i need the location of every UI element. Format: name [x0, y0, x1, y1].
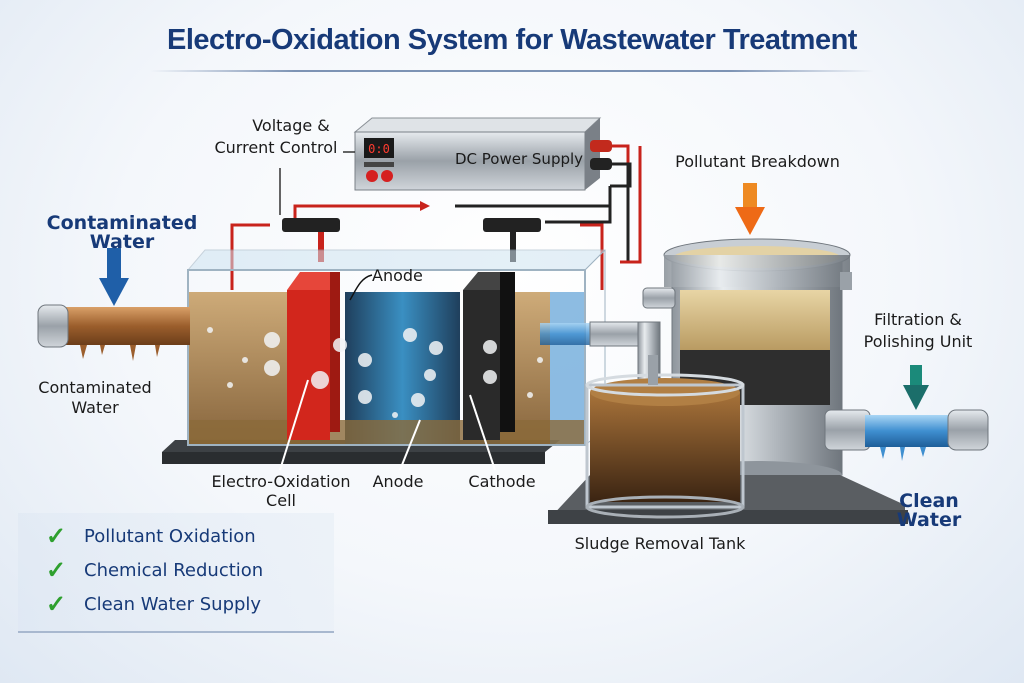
checkmark-icon: ✓: [46, 556, 67, 584]
inlet-pipe: [37, 304, 190, 361]
unit-base: [548, 510, 908, 524]
contaminated-water-label-2: Water: [71, 398, 119, 417]
control-label-line1: Voltage &: [252, 116, 330, 135]
sludge-tank-label: Sludge Removal Tank: [574, 534, 746, 553]
outlet-pipe: [824, 409, 989, 461]
inlet-arrow-icon: [99, 248, 129, 306]
knob-icon[interactable]: [366, 170, 378, 182]
benefit-item: ✓ Pollutant Oxidation: [18, 519, 334, 553]
sludge-tank: [585, 355, 745, 519]
current-arrow-icon: [420, 201, 430, 211]
display-panel: [364, 138, 394, 158]
clean-water-arrow-icon: [903, 365, 929, 410]
pollutant-breakdown-label: Pollutant Breakdown: [675, 152, 840, 171]
knob-icon[interactable]: [381, 170, 393, 182]
anode-clamp: [282, 218, 340, 232]
benefit-text: Chemical Reduction: [84, 559, 264, 581]
benefit-text: Clean Water Supply: [84, 593, 262, 615]
benefit-item: ✓ Clean Water Supply: [18, 587, 334, 621]
anode-label: Anode: [372, 472, 424, 491]
negative-terminal: [590, 158, 612, 170]
cathode-clamp: [483, 218, 541, 232]
gas-bubbles: [207, 327, 543, 418]
title-divider: [150, 70, 874, 72]
cathode-label: Cathode: [468, 472, 536, 491]
benefit-text: Pollutant Oxidation: [84, 525, 256, 547]
control-label-line2: Current Control: [214, 138, 338, 157]
clean-water-label: Clean Water: [896, 490, 962, 531]
cathode-plate: [463, 272, 515, 440]
electro-oxidation-tank: [186, 249, 607, 446]
electro-oxidation-cell-label: Electro-Oxidation Cell: [211, 472, 351, 510]
anode-plate: [287, 272, 340, 440]
display-readout: 0:0: [368, 142, 390, 156]
page-title: Electro-Oxidation System for Wastewater …: [167, 24, 857, 56]
filtration-label-line1: Filtration &: [874, 310, 962, 329]
benefits-list: ✓ Pollutant Oxidation ✓ Chemical Reducti…: [18, 513, 334, 633]
power-supply-label: DC Power Supply: [455, 150, 583, 168]
contaminated-water-heading: Contaminated Water: [46, 212, 198, 253]
tank-base: [162, 452, 545, 464]
dc-power-supply: [353, 117, 612, 191]
breakdown-arrow-icon: [735, 183, 765, 235]
benefit-item: ✓ Chemical Reduction: [18, 553, 334, 587]
positive-terminal: [590, 140, 612, 152]
contaminated-water-label: Contaminated: [38, 378, 152, 397]
filtration-label-line2: Polishing Unit: [863, 332, 973, 351]
checkmark-icon: ✓: [46, 522, 67, 550]
checkmark-icon: ✓: [46, 590, 67, 618]
anode-top-label: Anode: [372, 266, 423, 285]
